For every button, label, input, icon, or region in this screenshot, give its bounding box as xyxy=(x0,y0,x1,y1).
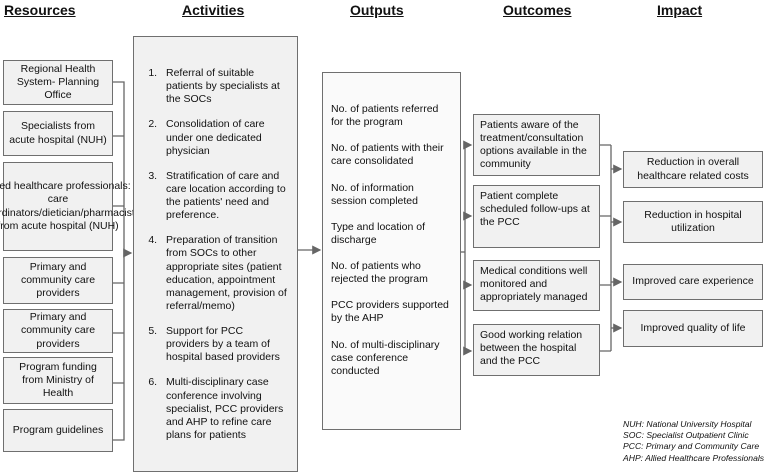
resource-box-allied-healthcare: Allied healthcare professionals: care co… xyxy=(0,162,135,251)
header-outcomes: Outcomes xyxy=(503,2,572,18)
legend-item: AHP: Allied Healthcare Professionals xyxy=(623,452,765,463)
activities-box: Referral of suitable patients by special… xyxy=(133,36,298,472)
activities-list: Referral of suitable patients by special… xyxy=(134,37,297,442)
output-item: No. of information session completed xyxy=(331,181,418,207)
activity-item: Preparation of transition from SOCs to o… xyxy=(160,234,287,313)
output-item: No. of patients who rejected the program xyxy=(331,260,428,286)
activity-item: Stratification of care and care location… xyxy=(160,170,287,223)
activity-item: Multi-disciplinary case conference invol… xyxy=(160,376,287,442)
impact-label: Reduction in overall healthcare related … xyxy=(637,156,749,182)
resource-label: Regional Health System- Planning Office xyxy=(16,62,100,102)
output-item: No. of patients with their care consolid… xyxy=(331,142,444,168)
resource-box-program-funding: Program funding from Ministry of Health xyxy=(3,357,113,404)
activity-item: Referral of suitable patients by special… xyxy=(160,67,287,106)
impact-label: Reduction in hospital utilization xyxy=(644,208,742,234)
legend-item: SOC: Specialist Outpatient Clinic xyxy=(623,430,749,441)
resource-box-program-guidelines: Program guidelines xyxy=(3,409,113,452)
resource-label: Program guidelines xyxy=(12,423,104,436)
outputs-box: No. of patients referred for the program… xyxy=(322,72,461,430)
output-item: PCC providers supported by the AHP xyxy=(331,299,449,325)
abbreviation-legend: NUH: National University Hospital SOC: S… xyxy=(623,419,764,464)
resource-label: Specialists from acute hospital (NUH) xyxy=(9,120,107,146)
outcome-box-working-relation: Good working relation between the hospit… xyxy=(473,324,600,376)
header-resources: Resources xyxy=(4,2,76,18)
outcome-label: Good working relation between the hospit… xyxy=(480,329,583,368)
outcome-label: Patient complete scheduled follow-ups at… xyxy=(480,190,590,229)
resource-box-primary-care-1: Primary and community care providers xyxy=(3,257,113,304)
resource-label: Primary and community care providers xyxy=(20,311,96,350)
outcome-label: Patients aware of the treatment/consulta… xyxy=(480,119,587,171)
legend-item: PCC: Primary and Community Care xyxy=(623,441,760,452)
activity-item: Consolidation of care under one dedicate… xyxy=(160,118,287,157)
resource-label: Primary and community care providers xyxy=(20,260,96,300)
legend-item: NUH: National University Hospital xyxy=(623,419,752,429)
output-item: No. of patients referred for the program xyxy=(331,103,439,129)
output-item: No. of multi-disciplinary case conferenc… xyxy=(331,338,440,377)
resource-box-planning-office: Regional Health System- Planning Office xyxy=(3,60,113,105)
outcome-box-awareness: Patients aware of the treatment/consulta… xyxy=(473,114,600,176)
output-item: Type and location of discharge xyxy=(331,220,425,246)
activity-item: Support for PCC providers by a team of h… xyxy=(160,325,287,364)
resource-box-specialists: Specialists from acute hospital (NUH) xyxy=(3,111,113,156)
header-activities: Activities xyxy=(182,2,245,18)
impact-box-cost-reduction: Reduction in overall healthcare related … xyxy=(623,151,763,188)
impact-box-hospital-utilization: Reduction in hospital utilization xyxy=(623,201,763,243)
resource-box-primary-care-2: Primary and community care providers xyxy=(3,309,113,353)
outcome-box-follow-ups: Patient complete scheduled follow-ups at… xyxy=(473,185,600,248)
impact-label: Improved quality of life xyxy=(640,321,746,334)
impact-box-care-experience: Improved care experience xyxy=(623,264,763,300)
impact-label: Improved care experience xyxy=(632,275,754,288)
outcome-label: Medical conditions well monitored and ap… xyxy=(480,265,588,304)
impact-box-quality-of-life: Improved quality of life xyxy=(623,310,763,347)
resource-label: Allied healthcare professionals: care co… xyxy=(0,180,135,232)
outcome-box-medical-conditions: Medical conditions well monitored and ap… xyxy=(473,260,600,311)
header-outputs: Outputs xyxy=(350,2,404,18)
header-impact: Impact xyxy=(657,2,703,18)
resource-label: Program funding from Ministry of Health xyxy=(19,360,97,400)
